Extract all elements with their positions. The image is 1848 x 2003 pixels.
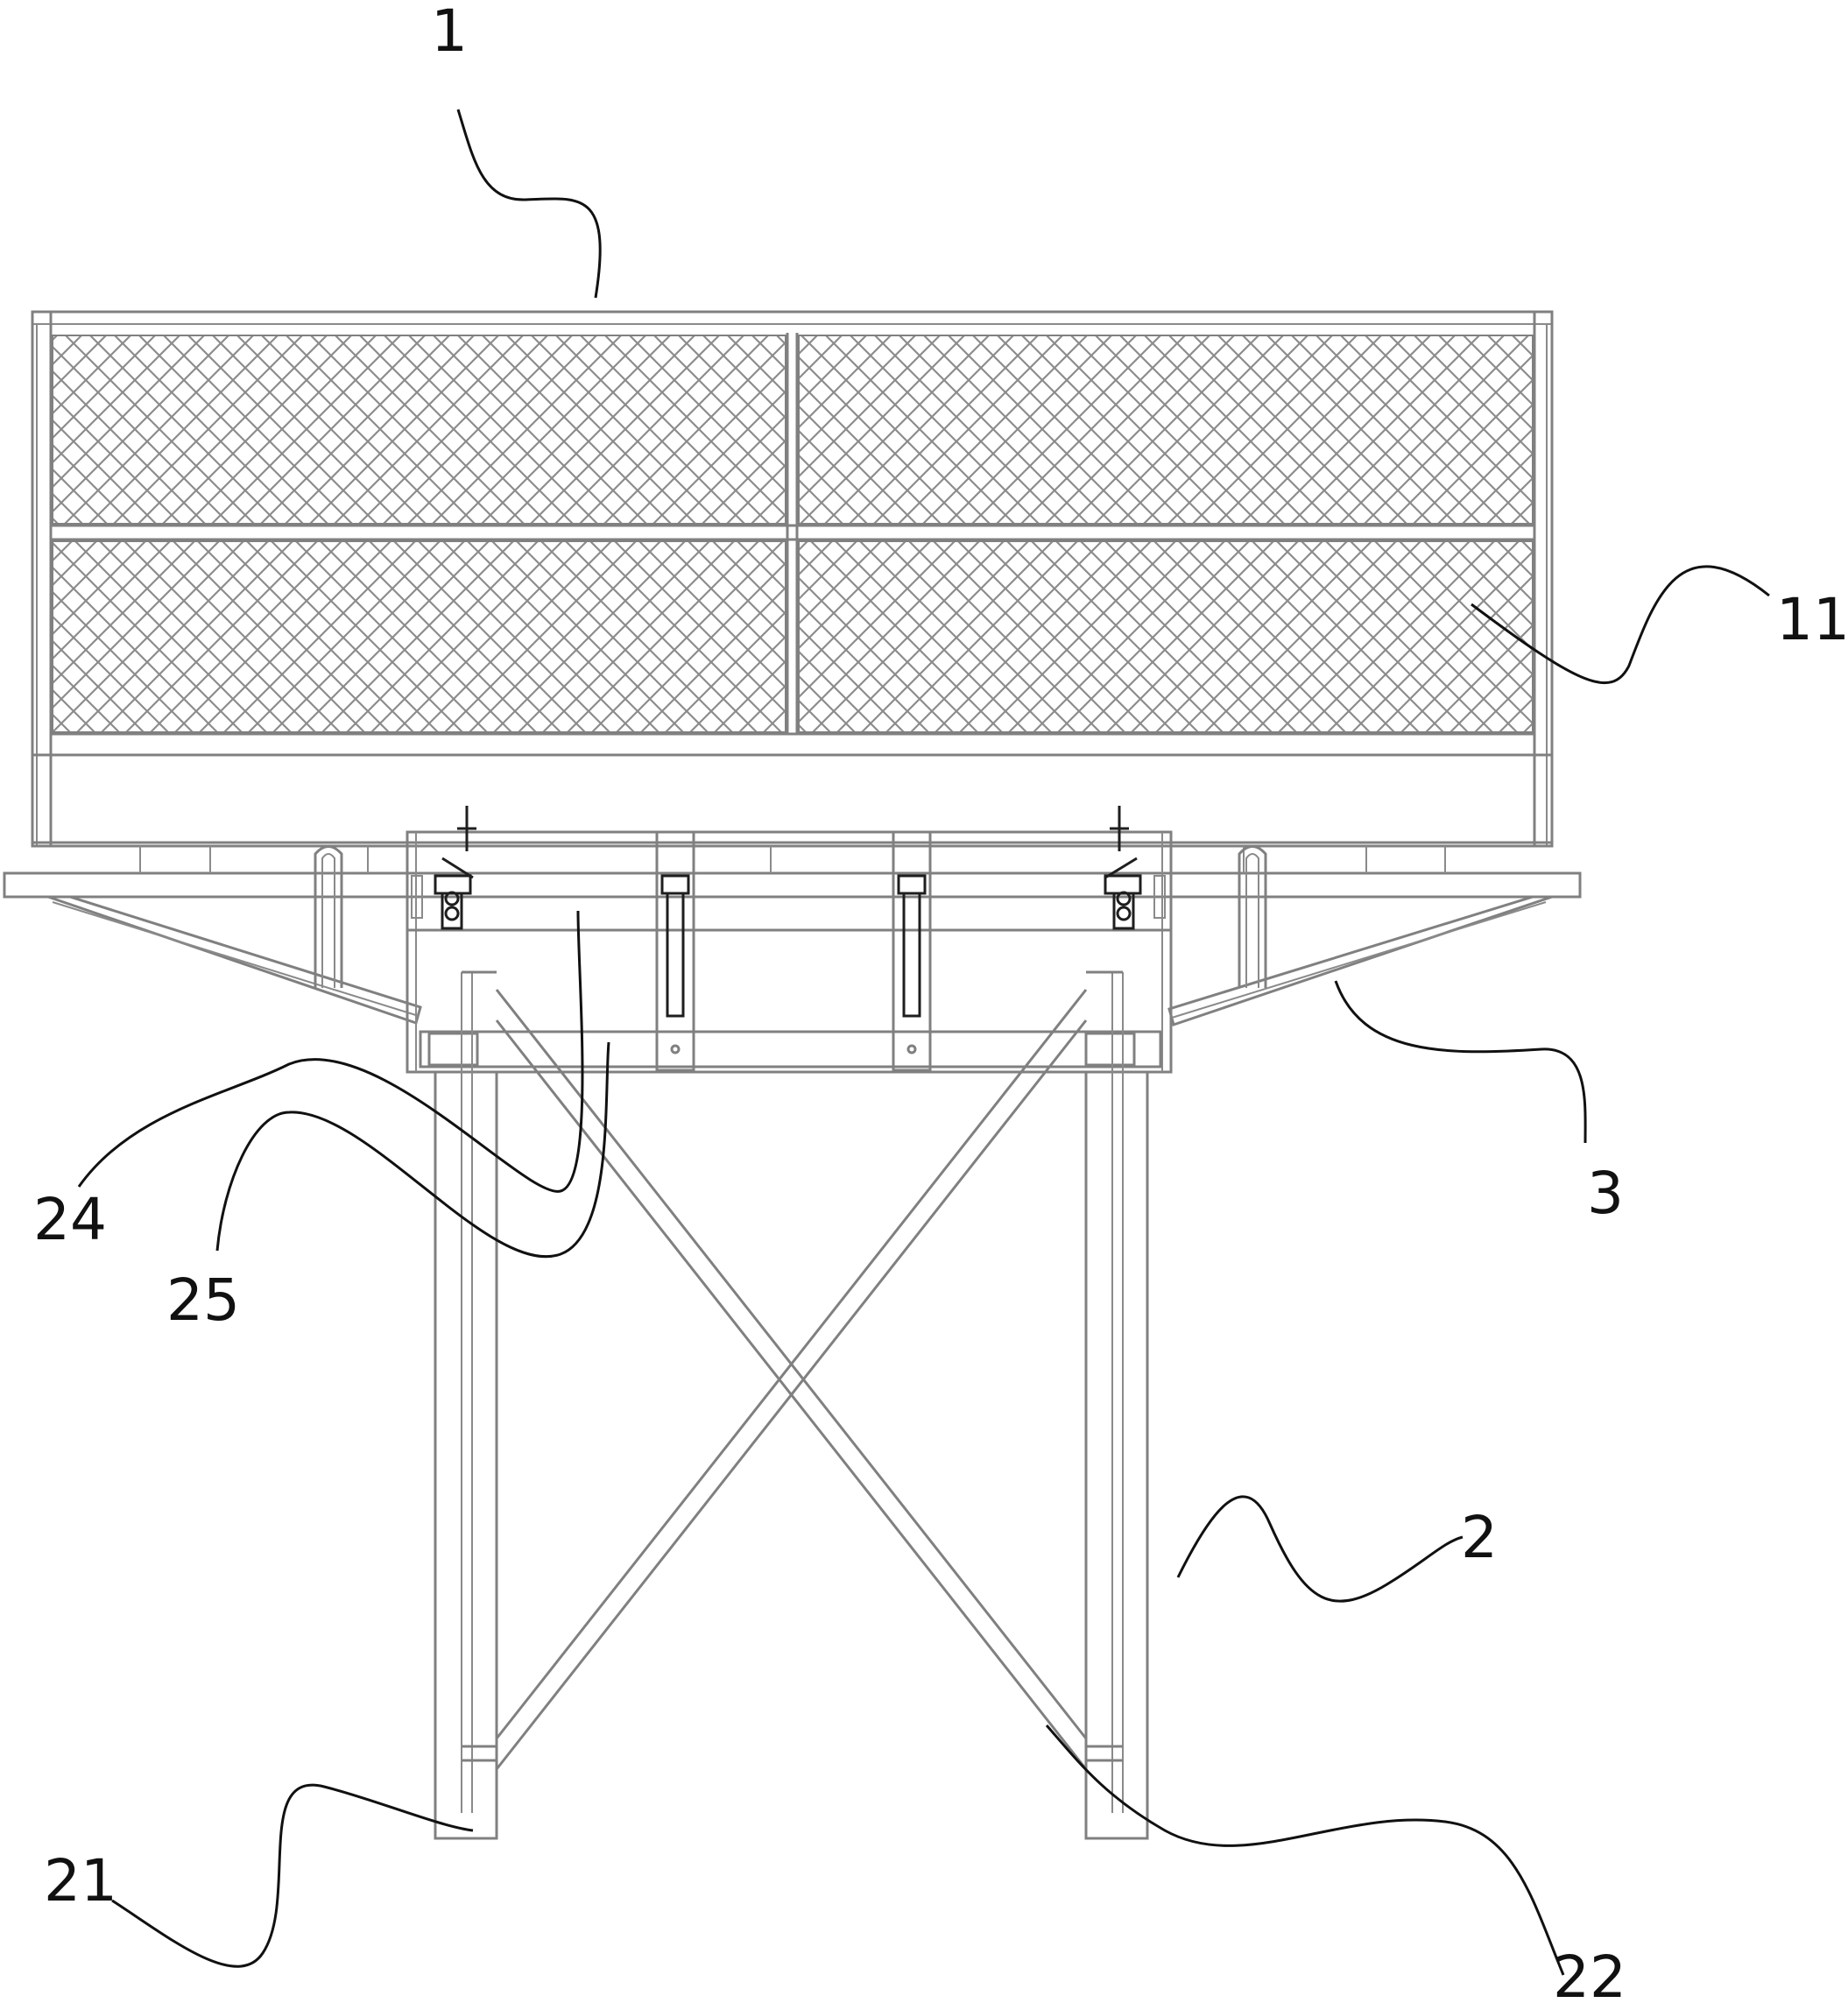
cross-brace — [497, 990, 1086, 1769]
label-25: 25 — [166, 1266, 240, 1334]
middle-clamp-right — [893, 832, 930, 1070]
label-22: 22 — [1553, 1943, 1626, 2003]
u-bolt-left — [315, 847, 342, 989]
label-21: 21 — [44, 1847, 117, 1915]
side-struts — [48, 897, 1552, 1025]
left-leg — [435, 972, 497, 1838]
label-1: 1 — [431, 0, 468, 65]
label-3: 3 — [1587, 1160, 1624, 1227]
bracket-clamp-left — [412, 806, 476, 928]
mesh-panels — [53, 335, 1533, 732]
support-head — [407, 832, 1171, 1072]
middle-clamp-left — [657, 832, 694, 1070]
bracket-clamp-right — [1105, 806, 1165, 928]
label-24: 24 — [33, 1186, 107, 1253]
label-2: 2 — [1461, 1504, 1498, 1571]
platform-deck — [4, 843, 1580, 897]
label-11: 11 — [1776, 586, 1848, 653]
right-leg — [1086, 972, 1147, 1838]
